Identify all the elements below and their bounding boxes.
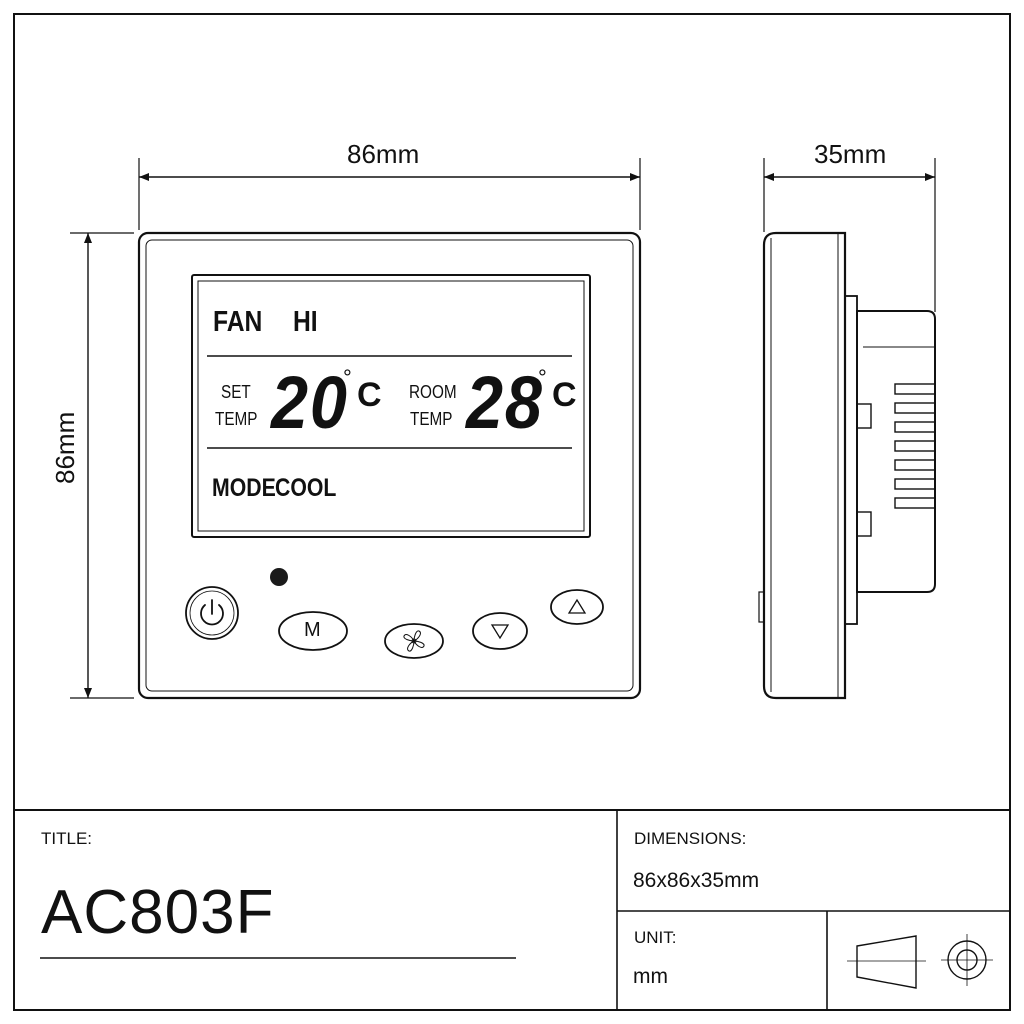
room-temp-degree: ° — [538, 365, 547, 390]
fan-value: HI — [293, 306, 318, 338]
front-view — [70, 158, 642, 700]
triangle-down-icon — [490, 624, 510, 640]
fan-label: FAN — [213, 306, 263, 338]
side-clip-top — [856, 403, 872, 429]
unit-label: UNIT: — [634, 928, 677, 947]
mode-label: MODE — [212, 474, 276, 502]
drawing-frame — [13, 13, 1011, 1011]
triangle-up-icon — [567, 598, 587, 614]
dimensions-value: 86x86x35mm — [633, 869, 760, 892]
room-temp-label-line2: TEMP — [410, 409, 453, 429]
power-icon — [200, 599, 224, 626]
set-temp-degree: ° — [343, 365, 352, 390]
front-panel-inner — [145, 239, 634, 692]
title-block — [14, 809, 1010, 1010]
room-temp-label-line1: ROOM — [409, 382, 457, 402]
first-angle-projection-icon — [847, 934, 993, 989]
fan-button[interactable] — [384, 623, 444, 659]
height-dimension-label: 86mm — [50, 411, 80, 484]
lcd-bezel — [191, 274, 591, 538]
set-temp-value: 20 — [271, 361, 349, 444]
title-label: TITLE: — [41, 829, 93, 848]
front-panel-outer — [137, 231, 642, 700]
power-button[interactable] — [185, 586, 239, 640]
unit-value: mm — [633, 965, 668, 988]
mode-button[interactable] — [278, 611, 348, 651]
depth-dimension-label: 35mm — [814, 139, 887, 169]
lcd-screen — [197, 280, 585, 532]
room-temp-unit: C — [552, 376, 577, 414]
set-temp-unit: C — [357, 376, 382, 414]
set-temp-label-line2: TEMP — [215, 409, 258, 429]
down-button[interactable] — [472, 612, 528, 650]
room-temp-value: 28 — [466, 361, 544, 444]
side-face-plate — [762, 231, 847, 700]
side-view — [758, 158, 936, 700]
width-dimension-label: 86mm — [347, 139, 420, 169]
indicator-led — [270, 568, 288, 586]
side-back-flange — [844, 295, 858, 625]
set-temp-label-line1: SET — [221, 382, 251, 402]
fan-icon — [403, 630, 425, 652]
side-clip-bottom — [856, 511, 872, 537]
side-terminal-fins — [894, 383, 936, 509]
mode-button-label: M — [304, 619, 321, 641]
mode-value: COOL — [275, 474, 337, 502]
title-value: AC803F — [41, 878, 275, 947]
dimensions-label: DIMENSIONS: — [634, 829, 747, 848]
side-back-housing — [856, 310, 936, 593]
up-button[interactable] — [550, 589, 604, 625]
side-switch-tab — [758, 591, 765, 623]
